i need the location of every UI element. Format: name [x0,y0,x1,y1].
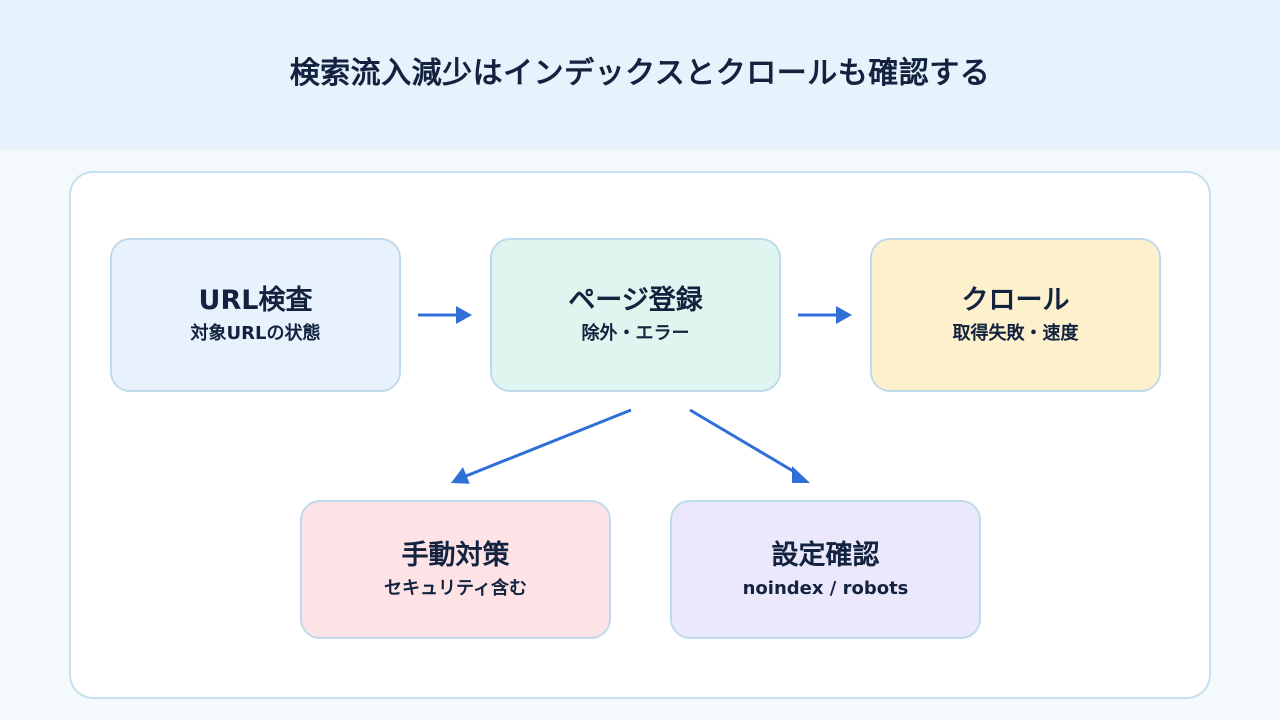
node-settings-check-subtitle: noindex / robots [742,577,909,599]
node-url-inspection-title: URL検査 [198,285,313,316]
node-crawl: クロール 取得失敗・速度 [870,238,1161,392]
node-page-indexing: ページ登録 除外・エラー [490,238,781,392]
node-manual-actions-title: 手動対策 [401,539,510,571]
node-manual-actions-subtitle: セキュリティ含む [384,577,527,599]
node-page-indexing-subtitle: 除外・エラー [581,323,690,345]
node-settings-check-title: 設定確認 [771,539,880,571]
node-crawl-subtitle: 取得失敗・速度 [952,323,1079,345]
page-title: 検索流入減少はインデックスとクロールも確認する [289,56,991,91]
node-page-indexing-title: ページ登録 [568,285,703,316]
node-crawl-title: クロール [961,285,1070,316]
node-manual-actions: 手動対策 セキュリティ含む [300,500,611,639]
node-url-inspection: URL検査 対象URLの状態 [110,238,401,392]
header-banner: 検索流入減少はインデックスとクロールも確認する [0,0,1280,150]
node-url-inspection-subtitle: 対象URLの状態 [190,323,321,345]
node-settings-check: 設定確認 noindex / robots [670,500,981,639]
